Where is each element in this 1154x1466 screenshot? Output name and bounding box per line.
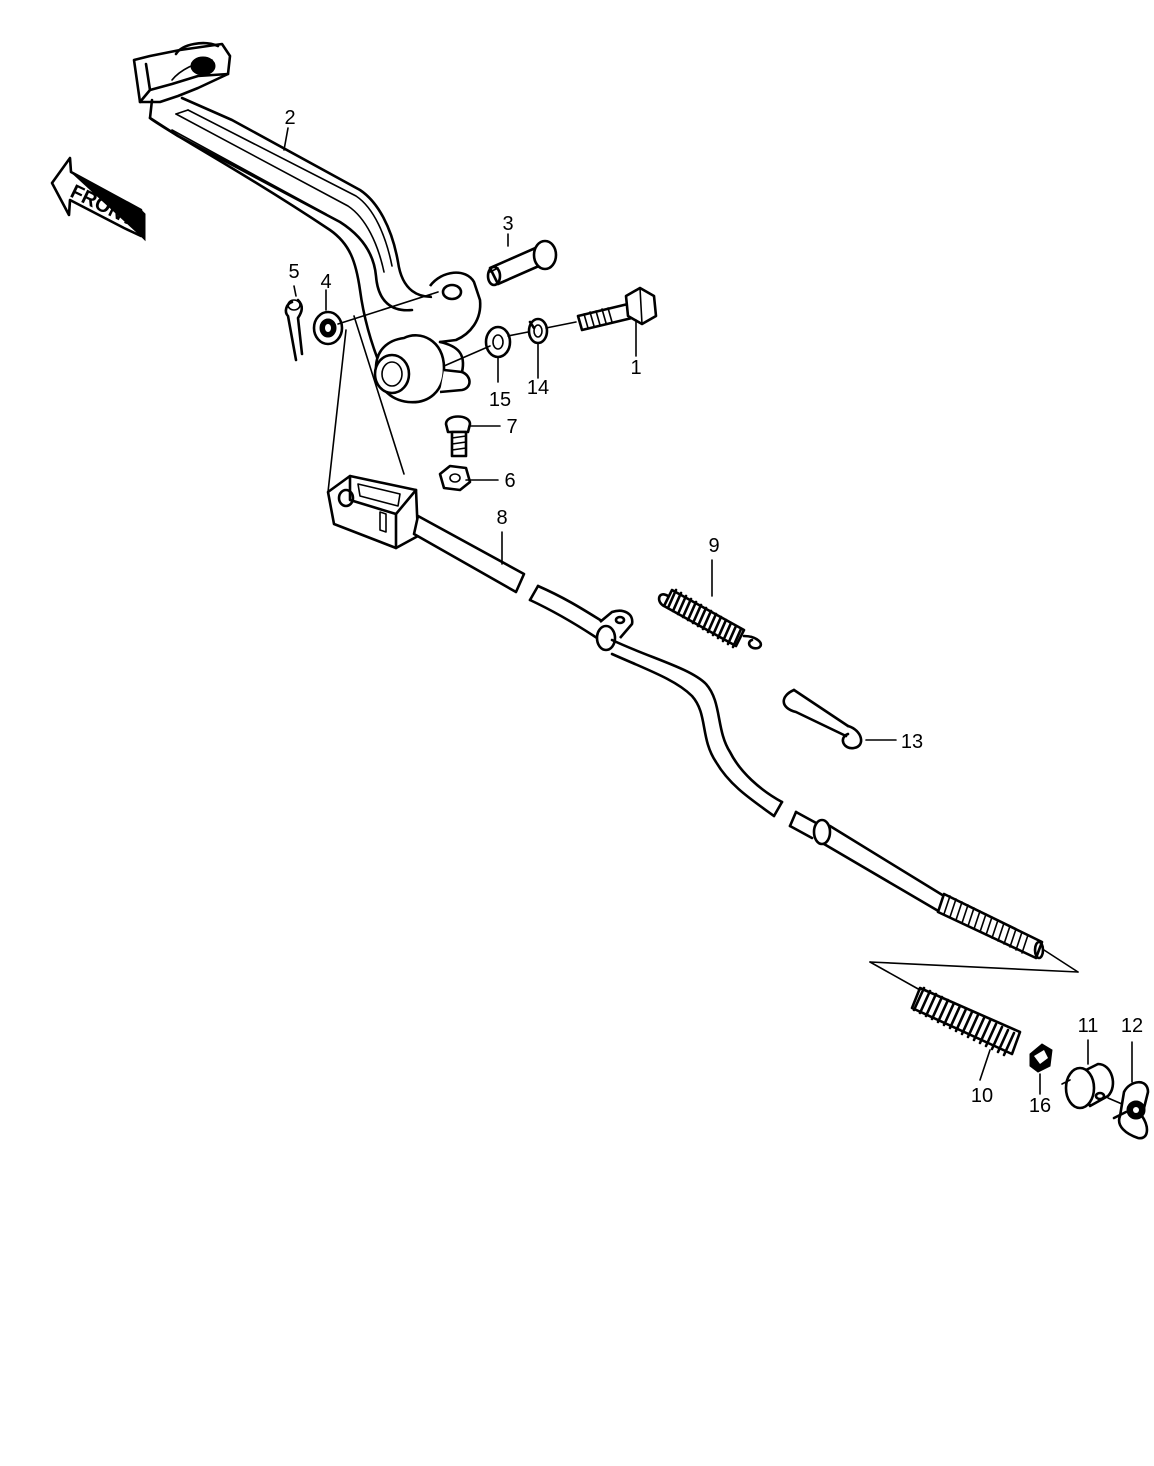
- brake-pedal-part: [132, 41, 482, 404]
- front-arrow-icon: FRONT: [50, 156, 146, 242]
- part-label-13: 13: [901, 731, 923, 753]
- part-label-10: 10: [971, 1085, 993, 1107]
- part-label-3: 3: [502, 213, 513, 235]
- cable-joint-part: [1064, 1062, 1115, 1110]
- compression-spring-part: [910, 986, 1022, 1057]
- flat-washer-part: [484, 325, 512, 359]
- part-label-6: 6: [504, 470, 515, 492]
- part-label-8: 8: [496, 507, 507, 529]
- part-label-4: 4: [320, 271, 331, 293]
- part-label-14: 14: [527, 377, 549, 399]
- square-nut-part: [1029, 1043, 1053, 1073]
- part-label-7: 7: [506, 416, 517, 438]
- hex-nut-part: [438, 464, 472, 492]
- washer-part: [312, 310, 344, 346]
- part-label-15: 15: [489, 389, 511, 411]
- lock-washer-part: [527, 317, 549, 345]
- part-label-11: 11: [1078, 1015, 1099, 1037]
- hex-bolt-part: [576, 286, 658, 332]
- return-spring-part: [657, 588, 763, 650]
- small-bolt-part: [444, 415, 472, 458]
- clevis-pin-part: [486, 239, 558, 287]
- brake-rod-part: [326, 474, 1045, 960]
- spring-clip-part: [782, 688, 863, 750]
- part-labels: 2 3 5 4 1 14 15 7 6 8 9 13 10 16 11 12: [284, 107, 1143, 1117]
- part-label-12: 12: [1121, 1015, 1143, 1037]
- wing-nut-part: [1112, 1080, 1150, 1140]
- part-label-16: 16: [1029, 1095, 1051, 1117]
- cotter-pin-part: [284, 298, 304, 362]
- leader-lines: [283, 127, 1133, 1105]
- part-label-9: 9: [708, 535, 719, 557]
- part-label-1: 1: [630, 357, 641, 379]
- part-label-2: 2: [284, 107, 295, 129]
- part-label-5: 5: [288, 261, 299, 283]
